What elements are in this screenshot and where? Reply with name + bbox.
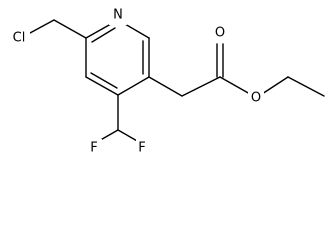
atom-fluorine-left: F xyxy=(90,141,97,156)
atom-carbonyl-oxygen: O xyxy=(215,26,225,41)
ring-bond-c6-n-inner xyxy=(91,27,116,43)
bond-c3-ch2 xyxy=(148,76,183,97)
atom-ring-nitrogen: N xyxy=(113,8,123,23)
bond-c6-ch2 xyxy=(53,19,87,39)
atom-ester-oxygen: O xyxy=(251,91,261,106)
bond-carbonyl-ester-o xyxy=(219,76,251,95)
ring-bond-c3-c4 xyxy=(117,76,150,96)
bond-ester-o-ch2 xyxy=(261,76,289,95)
bond-ch2-cl xyxy=(29,19,55,34)
bond-ch2-ch3 xyxy=(287,76,325,97)
bond-ch2-carbonyl xyxy=(181,76,221,97)
ring-bond-c4-c5 xyxy=(85,76,119,96)
chemical-structure: N Cl O O F F xyxy=(12,7,325,156)
atom-chlorine: Cl xyxy=(13,31,26,46)
atom-fluorine-right: F xyxy=(138,141,145,156)
ring-bond-c4-c5-inner xyxy=(90,72,118,89)
bond-chf2-f-right xyxy=(117,129,140,143)
